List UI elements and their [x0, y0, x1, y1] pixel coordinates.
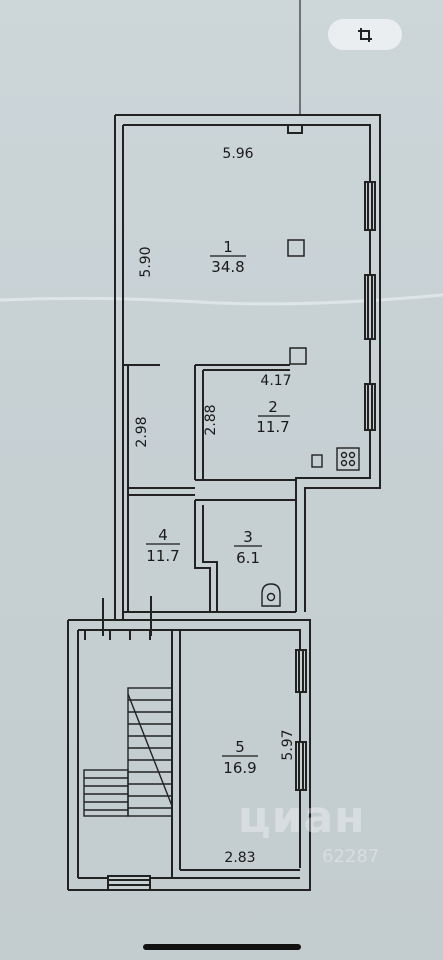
room-1-area: 34.8: [211, 258, 244, 276]
window-right-2: [364, 274, 376, 340]
room-labels: 1 34.8 2 11.7 3 6.1 4 11.7 5 16.9: [146, 238, 290, 777]
room-3-number: 3: [243, 528, 253, 546]
room-5-number: 5: [235, 738, 245, 756]
dim-room5-width: 2.83: [224, 850, 255, 866]
crop-icon: [358, 27, 372, 42]
window-right-1: [364, 181, 376, 231]
toilet-icon: [261, 583, 281, 607]
room-4-number: 4: [158, 526, 168, 544]
room-2-number: 2: [268, 398, 278, 416]
dim-room2-width: 4.17: [260, 373, 291, 389]
dim-room1-width: 5.96: [222, 146, 253, 162]
stove-icon: [336, 447, 360, 471]
dimension-labels: 5.96 5.90 4.17 2.88 2.98 5.97 2.83: [134, 146, 296, 866]
window-bottom: [107, 875, 151, 891]
dim-room1-height: 5.90: [138, 246, 154, 277]
paper-fold: [0, 293, 443, 306]
crop-button[interactable]: [328, 19, 402, 50]
dim-room5-height: 5.97: [280, 729, 296, 760]
ventilation-shaft-icon: [289, 347, 307, 365]
dim-corridor-height: 2.98: [134, 416, 150, 447]
home-indicator[interactable]: [143, 944, 301, 950]
room-5-area: 16.9: [223, 759, 256, 777]
room-2-area: 11.7: [256, 418, 289, 436]
window-room5-2: [295, 741, 307, 791]
window-right-3: [364, 383, 376, 431]
window-room5-1: [295, 649, 307, 693]
room-3-area: 6.1: [236, 549, 260, 567]
dim-room2-height: 2.88: [203, 404, 219, 435]
staircase: [83, 687, 173, 817]
ventilation-shaft-icon: [287, 239, 305, 257]
room-1-number: 1: [223, 238, 233, 256]
sink-icon: [311, 454, 323, 468]
walls: [67, 114, 381, 891]
room-4-area: 11.7: [146, 547, 179, 565]
